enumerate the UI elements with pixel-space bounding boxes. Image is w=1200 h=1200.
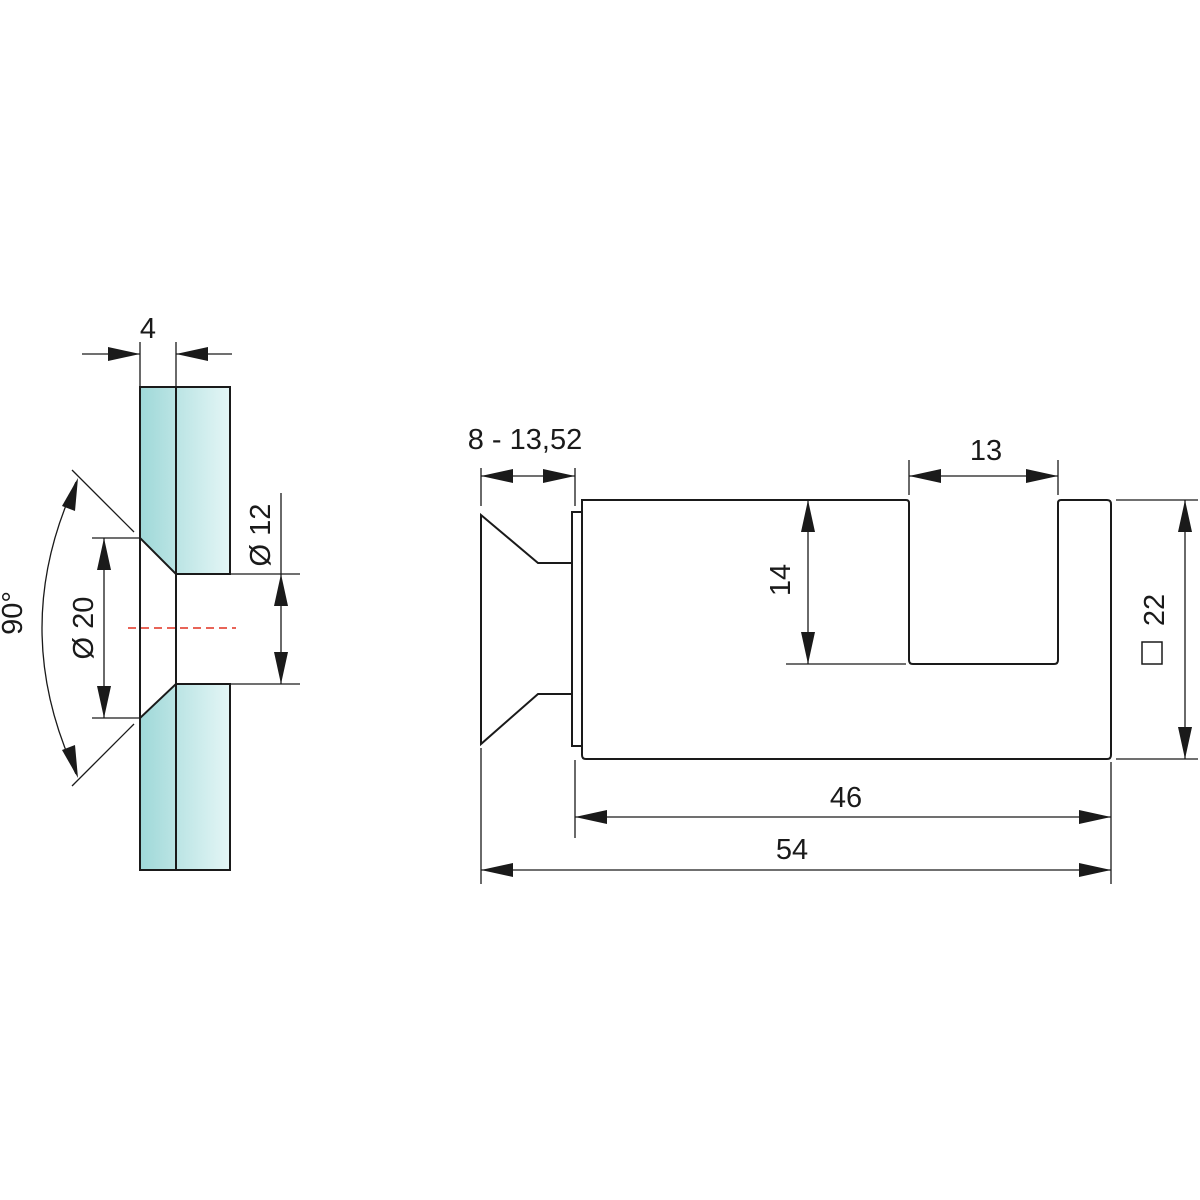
arrow-head [801, 500, 815, 532]
arrow-head [1178, 727, 1192, 759]
arrow-head [274, 652, 288, 684]
arrow-head [543, 469, 575, 483]
hook-body [581, 499, 1112, 760]
arrow-head [97, 686, 111, 718]
hole-diameter-label: Ø 12 [245, 504, 277, 567]
countersink-diameter-label: Ø 20 [68, 597, 100, 660]
overall-length-dimension: 54 [480, 748, 1111, 884]
arrow-head [97, 538, 111, 570]
glass-section-view: 4 Ø 12 Ø 20 90° [0, 313, 300, 871]
body-square-label: 22 [1139, 594, 1171, 626]
countersink-angle-label: 90° [0, 591, 29, 635]
washer [571, 511, 583, 747]
hook-side-view: 8 - 13,52 13 14 22 [468, 424, 1198, 884]
body-length-dimension: 46 [574, 760, 1112, 884]
square-symbol-icon [1141, 641, 1163, 665]
arrow-head [176, 347, 208, 361]
slot-width-dimension: 13 [908, 435, 1059, 495]
arrow-head [274, 574, 288, 606]
arrow-head [481, 863, 513, 877]
countersink-angle-dimension: 90° [0, 469, 135, 787]
arrow-head [1178, 500, 1192, 532]
glass-range-dimension: 8 - 13,52 [468, 424, 582, 506]
glass-range-label: 8 - 13,52 [468, 424, 582, 456]
countersink-diameter-dimension: Ø 20 [68, 537, 140, 719]
overall-length-label: 54 [776, 834, 808, 866]
thickness-dimension: 4 [82, 313, 232, 387]
arrow-head [575, 810, 607, 824]
hole-diameter-dimension: Ø 12 [230, 493, 300, 685]
slot-depth-label: 14 [765, 564, 797, 596]
arrow-head [481, 469, 513, 483]
arrow-head [62, 745, 78, 778]
body-square-dimension: 22 [1116, 499, 1198, 760]
body-length-label: 46 [830, 782, 862, 814]
slot-width-label: 13 [970, 435, 1002, 467]
thickness-label: 4 [140, 313, 156, 345]
slot-depth-dimension: 14 [765, 500, 906, 665]
arrow-head [1079, 863, 1111, 877]
arrow-head [1026, 469, 1058, 483]
arrow-head [909, 469, 941, 483]
arrow-head [1079, 810, 1111, 824]
arrow-head [62, 478, 78, 511]
arrow-head [801, 632, 815, 664]
arrow-head [108, 347, 140, 361]
cone-base [480, 512, 573, 747]
